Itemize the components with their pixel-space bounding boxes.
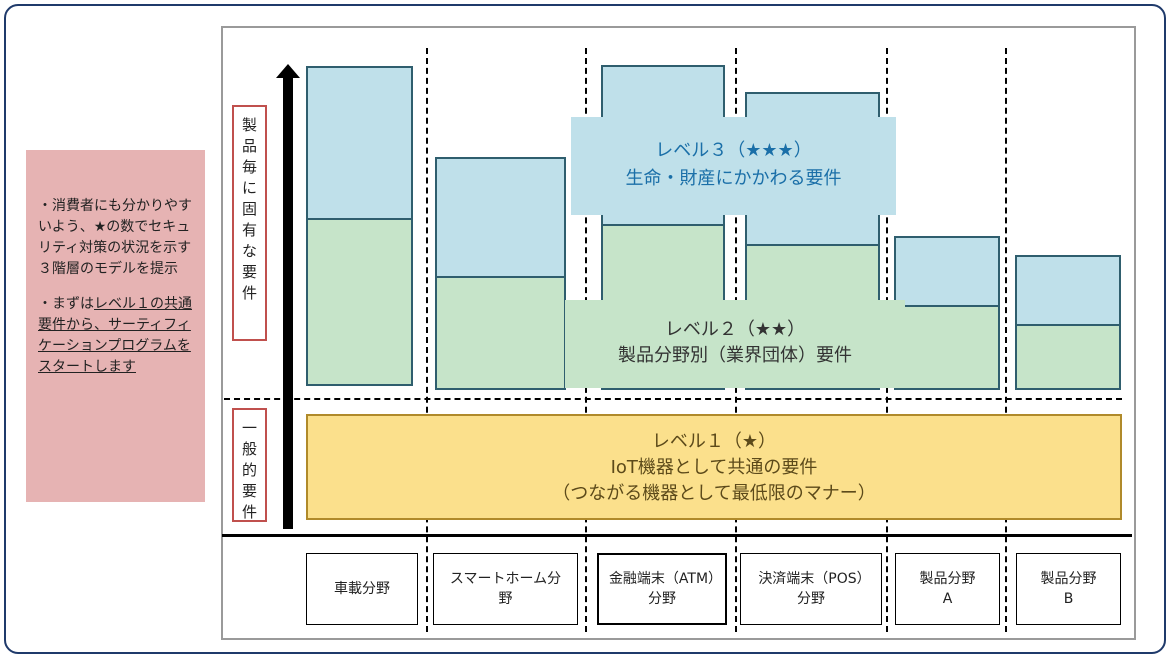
label-char: な [241,242,257,260]
product-specific-label-text: 製品毎に固有な要件 [234,115,265,304]
level1-box: レベル１（★） IoT機器として共通の要件 （つながる機器として最低限のマナー） [306,414,1122,520]
label-char: 製 [241,116,257,134]
category-automotive: 車載分野 [306,553,418,625]
label-char: に [241,179,257,197]
level1-description-2: （つながる機器として最低限のマナー） [552,483,876,504]
outer-frame [4,4,1166,654]
label-char: 一 [241,419,257,437]
label-char: 要 [241,263,257,281]
label-char: 有 [241,221,257,239]
diagram-panel [221,26,1136,640]
level2-box: レベル２（★★） 製品分野別（業界団体）要件 [565,300,905,388]
explanation-note: ・消費者にも分かりやすいよう、★の数でセキュリティ対策の状況を示す３階層のモデル… [26,150,205,502]
column-divider [426,48,428,632]
level3-title: レベル３（★★★） [655,140,812,161]
automotive-level2-block [306,218,413,386]
level-divider [224,398,1122,400]
level1-description: IoT機器として共通の要件 [610,457,818,478]
automotive-level3-block [306,66,413,220]
category-label: 決済端末（POS）分野 [758,571,864,607]
label-char: 毎 [241,158,257,176]
label-char: 要 [241,482,257,500]
product-b-level2-block [1015,324,1121,390]
level3-box: レベル３（★★★） 生命・財産にかかわる要件 [571,117,896,215]
category-label: 製品分野A [919,571,976,607]
label-char: 件 [241,503,257,521]
note-para2-prefix: ・まずは [38,296,94,312]
note-para2-underlined: レベル１の共通要件から、サーティフィケーションプログラムをスタートします [38,296,192,375]
category-product-a: 製品分野A [895,553,1000,625]
note-paragraph-2: ・まずはレベル１の共通要件から、サーティフィケーションプログラムをスタートします [38,294,195,378]
smarthome-level2-block [435,276,566,390]
general-requirements-label: 一般的要件 [232,408,267,522]
base-line [222,534,1132,537]
product-b-level3-block [1015,255,1121,326]
category-label: 車載分野 [334,581,390,597]
general-requirements-label-text: 一般的要件 [234,418,265,523]
category-pos: 決済端末（POS）分野 [740,553,882,625]
level3-description: 生命・財産にかかわる要件 [625,168,842,189]
label-char: 品 [241,137,257,155]
level1-title: レベル１（★） [651,431,777,452]
product-a-level3-block [894,236,1000,307]
category-product-b: 製品分野B [1016,553,1121,625]
label-char: 固 [241,200,257,218]
product-a-level2-block [894,305,1000,390]
category-label: 金融端末（ATM）分野 [608,571,716,607]
category-label: スマートホーム分野 [449,571,562,607]
smarthome-level3-block [435,157,566,278]
column-divider [1005,48,1007,632]
label-char: 件 [241,284,257,302]
label-char: 般 [241,440,257,458]
category-smarthome: スマートホーム分野 [433,553,578,625]
arrow-shaft [283,74,293,529]
label-char: 的 [241,461,257,479]
arrow-up-icon [276,64,300,78]
product-specific-label: 製品毎に固有な要件 [232,105,267,341]
note-paragraph-1: ・消費者にも分かりやすいよう、★の数でセキュリティ対策の状況を示す３階層のモデル… [38,198,192,277]
level2-description: 製品分野別（業界団体）要件 [618,345,852,366]
category-atm: 金融端末（ATM）分野 [597,553,727,625]
category-label: 製品分野B [1040,571,1097,607]
level2-title: レベル２（★★） [664,319,806,340]
